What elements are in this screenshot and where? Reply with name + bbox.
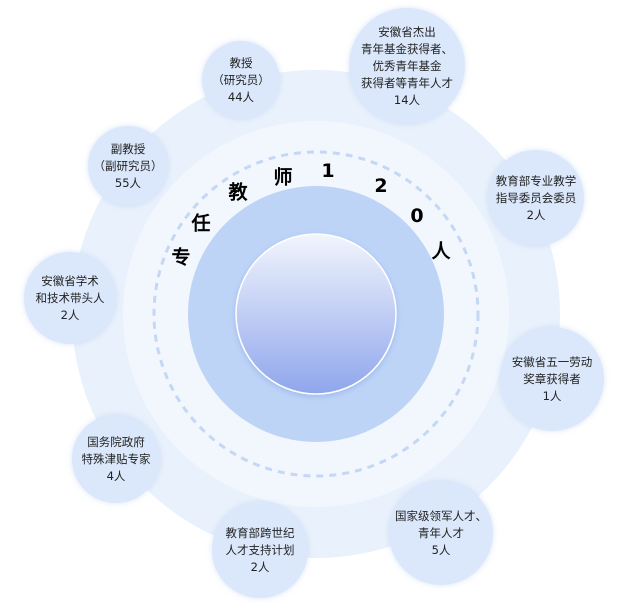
node-line: 安徽省五一劳动 — [511, 354, 593, 369]
node-youth-fund: 安徽省杰出青年基金获得者、优秀青年基金获得者等青年人才 14人 — [349, 8, 465, 124]
node-count: 4人 — [106, 468, 126, 483]
node-assoc-professor: 副教授 （副研究员） 55人 — [88, 126, 168, 206]
node-moe-committee: 教育部专业教学指导委员会委员 2人 — [488, 150, 584, 246]
node-line: 奖章获得者 — [523, 371, 581, 386]
node-count: 14人 — [393, 92, 421, 107]
title-char: 专 — [171, 246, 191, 269]
node-line: 特殊津贴专家 — [81, 451, 151, 466]
node-label: 安徽省学术和技术带头人 2人 — [30, 273, 111, 324]
title-char: 0 — [410, 205, 424, 227]
node-label: 国家级领军人才、青年人才 5人 — [389, 508, 493, 559]
node-count: 2人 — [60, 307, 80, 322]
node-line: 国家级领军人才、 — [395, 508, 487, 523]
dashed-ring — [152, 150, 480, 478]
node-line: （副研究员） — [93, 158, 163, 173]
node-line: 副教授 — [110, 141, 146, 156]
node-count: 2人 — [250, 559, 270, 574]
node-line: 青年人才 — [418, 525, 464, 540]
node-line: 教育部专业教学 — [495, 173, 577, 188]
title-char: 师 — [273, 166, 293, 189]
node-national-talent: 国家级领军人才、青年人才 5人 — [389, 481, 493, 585]
node-labor-medal: 安徽省五一劳动奖章获得者 1人 — [500, 327, 604, 431]
node-count: 44人 — [227, 89, 255, 104]
node-state-council: 国务院政府特殊津贴专家 4人 — [72, 415, 160, 503]
title-char: 人 — [431, 240, 451, 263]
title-char: 教 — [228, 181, 248, 204]
node-label: 副教授 （副研究员） 55人 — [88, 141, 169, 192]
node-line: 安徽省学术 — [41, 273, 99, 288]
node-label: 教育部跨世纪人才支持计划 2人 — [220, 525, 301, 576]
title-char: 2 — [374, 175, 388, 197]
node-count: 5人 — [431, 542, 451, 557]
node-label: 国务院政府特殊津贴专家 4人 — [76, 434, 157, 485]
node-moe-century: 教育部跨世纪人才支持计划 2人 — [212, 502, 308, 598]
node-line: 优秀青年基金 — [372, 58, 442, 73]
node-line: 人才支持计划 — [225, 542, 295, 557]
node-label: 安徽省杰出青年基金获得者、优秀青年基金获得者等青年人才 14人 — [355, 24, 459, 109]
node-line: 获得者等青年人才 — [361, 75, 453, 90]
node-line: 教授 — [229, 55, 253, 70]
node-line: （研究员） — [212, 72, 270, 87]
node-line: 青年基金获得者、 — [361, 41, 453, 56]
node-line: 和技术带头人 — [35, 290, 105, 305]
node-academic-leader: 安徽省学术和技术带头人 2人 — [24, 252, 116, 344]
node-count: 55人 — [114, 175, 142, 190]
title-char: 1 — [321, 160, 335, 182]
node-line: 国务院政府 — [87, 434, 145, 449]
node-label: 安徽省五一劳动奖章获得者 1人 — [506, 354, 599, 405]
node-count: 2人 — [526, 207, 546, 222]
title-char: 任 — [191, 212, 211, 235]
node-line: 安徽省杰出 — [378, 24, 436, 39]
node-label: 教育部专业教学指导委员会委员 2人 — [490, 173, 583, 224]
node-line: 指导委员会委员 — [495, 190, 577, 205]
node-label: 教授 （研究员） 44人 — [206, 55, 276, 106]
node-line: 教育部跨世纪 — [225, 525, 295, 540]
node-count: 1人 — [542, 388, 562, 403]
node-professor: 教授 （研究员） 44人 — [202, 41, 280, 119]
core-sphere — [235, 233, 397, 395]
